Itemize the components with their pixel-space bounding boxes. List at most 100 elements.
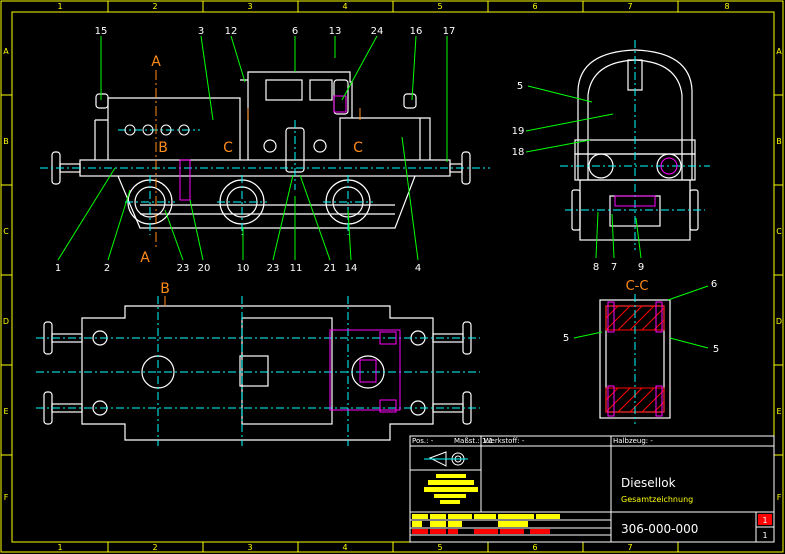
end-view: 5 19 18 8 7 9 [512, 40, 710, 273]
part-number: 23 [177, 263, 190, 274]
side-view: A A B C C 15 3 [40, 26, 490, 274]
part-number: 5 [563, 333, 569, 344]
zone-right-e: E [776, 407, 781, 416]
zone-top-3: 3 [247, 2, 252, 11]
side-view-section-labels: A A B C C [140, 54, 363, 266]
part-number: 9 [638, 262, 644, 273]
side-view-outline [51, 71, 471, 229]
side-view-section-lines [155, 70, 361, 250]
frame-zone-labels: 1 2 3 4 5 6 7 8 1 2 3 4 5 6 7 A B C D E … [3, 2, 782, 552]
part-number: 8 [593, 262, 599, 273]
part-number: 18 [512, 147, 525, 158]
zone-top-5: 5 [437, 2, 442, 11]
part-number: 21 [324, 263, 337, 274]
part-number: 24 [371, 26, 384, 37]
part-number: 4 [415, 263, 421, 274]
zone-bottom-4: 4 [342, 543, 347, 552]
zone-bottom-2: 2 [152, 543, 157, 552]
revision-table-fill [412, 514, 560, 527]
section-cc-leader-lines [573, 285, 709, 349]
section-cc-view: C-C 5 6 5 [563, 279, 719, 424]
part-number: 23 [267, 263, 280, 274]
zone-bottom-7: 7 [627, 543, 632, 552]
title-block-header-labels: Pos.: - Maßst.: 1:1 Werkstoff: - Halbzeu… [412, 437, 653, 445]
end-view-centerlines [560, 40, 710, 250]
scale-label: Maßst.: 1:1 [454, 437, 493, 445]
title-block-titles: Diesellok [621, 476, 676, 490]
projection-symbol-icon [424, 451, 468, 467]
zone-right-c: C [776, 227, 782, 236]
title-block: Pos.: - Maßst.: 1:1 Werkstoff: - Halbzeu… [409, 435, 775, 543]
part-number: 16 [410, 26, 423, 37]
zone-right-f: F [777, 493, 782, 502]
pos-label: Pos.: - [412, 437, 434, 445]
part-number: 12 [225, 26, 238, 37]
zone-bottom-6: 6 [532, 543, 537, 552]
section-label-c-left: C [223, 140, 233, 156]
zone-bottom-1: 1 [57, 543, 62, 552]
part-number: 3 [198, 26, 204, 37]
side-view-part-numbers: 15 3 12 6 13 24 16 17 1 2 23 20 10 23 11… [55, 26, 456, 274]
plan-view-hidden-parts [329, 329, 401, 413]
side-view-leader-lines [57, 35, 448, 261]
zone-left-f: F [4, 493, 9, 502]
part-number: 10 [237, 263, 250, 274]
part-number: 19 [512, 126, 525, 137]
end-view-hidden-parts [614, 157, 678, 207]
zone-bottom-5: 5 [437, 543, 442, 552]
zone-left-e: E [3, 407, 8, 416]
zone-top-7: 7 [627, 2, 632, 11]
side-view-hood-details [124, 124, 190, 136]
zone-right-d: D [776, 317, 782, 326]
part-number: 14 [345, 263, 358, 274]
part-number: 20 [198, 263, 211, 274]
section-label-c-right: C [353, 140, 363, 156]
end-view-part-numbers: 5 19 18 8 7 9 [512, 81, 645, 273]
zone-top-6: 6 [532, 2, 537, 11]
zone-left-a: A [3, 47, 9, 56]
zone-top-1: 1 [57, 2, 62, 11]
sheet-count: 1 [762, 531, 767, 540]
plan-view-centerlines [36, 296, 480, 446]
part-number: 15 [95, 26, 108, 37]
part-number: 13 [329, 26, 342, 37]
material-label: Werkstoff: - [484, 437, 525, 445]
part-number: 2 [104, 263, 110, 274]
end-view-leader-lines [525, 85, 642, 259]
part-number: 6 [711, 279, 717, 290]
part-number: 5 [713, 344, 719, 355]
sheet-number: 1 [762, 516, 767, 525]
zone-left-d: D [3, 317, 9, 326]
zone-left-c: C [3, 227, 9, 236]
plan-section-label-b: B [160, 281, 170, 297]
part-number: 1 [55, 263, 61, 274]
part-number: 11 [290, 263, 303, 274]
part-number: 17 [443, 26, 456, 37]
drawing-title: Diesellok [621, 476, 676, 490]
part-number: 7 [611, 262, 617, 273]
section-label-a-bottom: A [140, 250, 150, 266]
zone-top-8: 8 [724, 2, 729, 11]
sheet-marker [758, 514, 772, 525]
zone-bottom-3: 3 [247, 543, 252, 552]
zone-right-b: B [776, 137, 782, 146]
section-label-b: B [158, 140, 168, 156]
semi-finished-label: Halbzeug: - [613, 437, 653, 445]
section-cc-part-numbers: 5 6 5 [563, 279, 719, 355]
drawing-number: 306-000-000 [621, 522, 698, 536]
zone-right-a: A [776, 47, 782, 56]
section-label-a-top: A [151, 54, 161, 70]
zone-top-2: 2 [152, 2, 157, 11]
section-cc-hidden-parts [607, 301, 663, 417]
drawing-subtitle: Gesamtzeichnung [621, 495, 693, 504]
title-block-lines [409, 435, 775, 543]
section-cc-title: C-C [626, 279, 649, 294]
plan-view: B [36, 281, 480, 446]
revision-table-marks [412, 529, 550, 534]
zone-left-b: B [3, 137, 9, 146]
side-view-hidden-parts [179, 95, 347, 201]
part-number: 6 [292, 26, 298, 37]
